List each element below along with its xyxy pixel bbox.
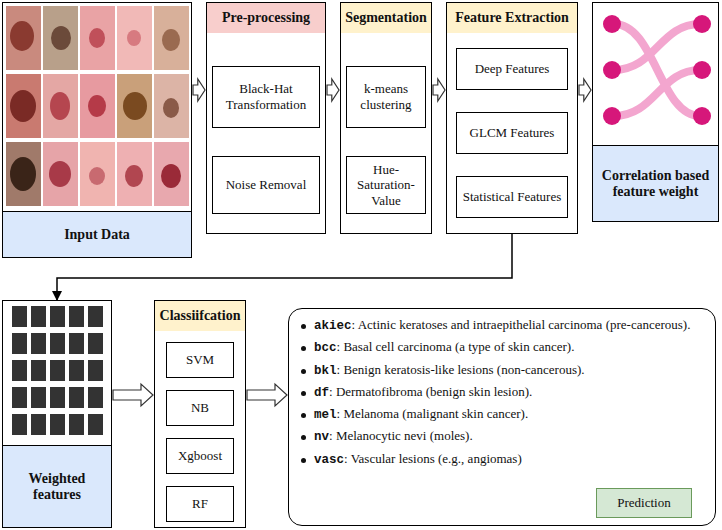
list-row: vasc: Vascular lesions (e.g., angiomas) [299,451,705,468]
bullet-dot [301,369,306,374]
bullet-dot [301,324,306,329]
flow-arrow [433,79,445,101]
box-label: Noise Removal [226,177,307,193]
class-meaning: : Actinic keratoses and intraepithelial … [352,317,691,332]
class-meaning: : Melanoma (malignant skin cancer). [337,406,529,421]
flow-arrow [113,384,153,406]
box-label: Hue-Saturation-Value [351,162,421,209]
list-row: akiec: Actinic keratoses and intraepithe… [299,317,705,334]
bullet-dot [301,346,306,351]
prediction-panel: akiec: Actinic keratoses and intraepithe… [288,308,716,526]
bullet-dot [301,458,306,463]
panel-label: Input Data [3,211,191,257]
panel-label: Correlation based feature weight [593,145,718,221]
box-label: Deep Features [475,61,550,77]
box-label: NB [191,400,209,416]
class-description: bkl: Benign keratosis-like lesions (non-… [314,362,585,379]
box-label: Prediction [617,495,670,511]
class-meaning: : Vascular lesions (e.g., angiomas) [344,451,522,466]
class-code: nv [314,430,329,444]
class-meaning: : Melanocytic nevi (moles). [329,428,473,443]
class-code: akiec [314,319,352,333]
list-row: bkl: Benign keratosis-like lesions (non-… [299,362,705,379]
process-box: RF [166,486,234,522]
box-label: Xgboost [178,448,222,464]
process-box: NB [166,390,234,426]
class-code: vasc [314,453,344,467]
process-box: Statistical Features [456,176,568,218]
process-box: Deep Features [456,48,568,90]
class-code: df [314,386,329,400]
panel-heading: Pre-processing [207,3,325,33]
stage-panel: Pre-processingBlack-Hat TransformationNo… [206,2,326,234]
process-box: SVM [166,342,234,378]
stage-panel: Segmentation k-means clusteringHue-Satura… [340,2,432,234]
class-meaning: : Benign keratosis-like lesions (non-can… [337,362,585,377]
process-box: Hue-Saturation-Value [346,156,426,214]
class-description: vasc: Vascular lesions (e.g., angiomas) [314,451,522,468]
flow-arrow [193,79,205,101]
box-label: GLCM Features [470,125,555,141]
correlation-graphic [614,24,700,116]
class-code: mel [314,408,337,422]
class-code: bkl [314,364,337,378]
skin-lesion-thumbnails [6,6,189,206]
process-box: k-means clustering [346,66,426,128]
box-label: Statistical Features [463,189,562,205]
class-description: nv: Melanocytic nevi (moles). [314,428,473,445]
class-meaning: : Basal cell carcinoma (a type of skin c… [337,339,575,354]
process-box: Black-Hat Transformation [212,66,320,128]
stage-panel: Feature ExtractionDeep FeaturesGLCM Feat… [446,2,578,234]
class-description: akiec: Actinic keratoses and intraepithe… [314,317,690,334]
class-description: df: Dermatofibroma (benign skin lesion). [314,384,532,401]
panel-heading: Segmentation [341,3,431,33]
bullet-dot [301,391,306,396]
process-box: GLCM Features [456,112,568,154]
list-row: df: Dermatofibroma (benign skin lesion). [299,384,705,401]
panel-heading: Classiifcation [155,301,245,331]
classifier-panel: ClassiifcationSVM NB XgboostRF [154,300,246,528]
prediction-box: Prediction [596,488,692,518]
box-label: Black-Hat Transformation [217,81,315,112]
input-panel: Input Data [2,2,192,258]
class-description: bcc: Basal cell carcinoma (a type of ski… [314,339,574,356]
process-box: Xgboost [166,438,234,474]
class-meaning: : Dermatofibroma (benign skin lesion). [329,384,532,399]
process-box: Noise Removal [212,156,320,214]
list-row: bcc: Basal cell carcinoma (a type of ski… [299,339,705,356]
flow-arrow [327,79,339,101]
class-description: mel: Melanoma (malignant skin cancer). [314,406,528,423]
flow-arrow [247,384,287,406]
panel-label: Weighted features [3,445,111,527]
box-label: k-means clustering [351,81,421,112]
box-label: RF [192,496,208,512]
class-code: bcc [314,341,337,355]
list-row: mel: Melanoma (malignant skin cancer). [299,406,705,423]
list-row: nv: Melanocytic nevi (moles). [299,428,705,445]
bullet-dot [301,413,306,418]
weighted-feature-grid [12,306,103,435]
correlation-nodes [603,15,711,125]
bullet-dot [301,435,306,440]
box-label: SVM [186,352,214,368]
weighted-panel: Weighted features [2,300,112,528]
flow-arrow [579,79,591,101]
panel-heading: Feature Extraction [447,3,577,33]
weight-panel: Correlation based feature weight [592,2,719,222]
